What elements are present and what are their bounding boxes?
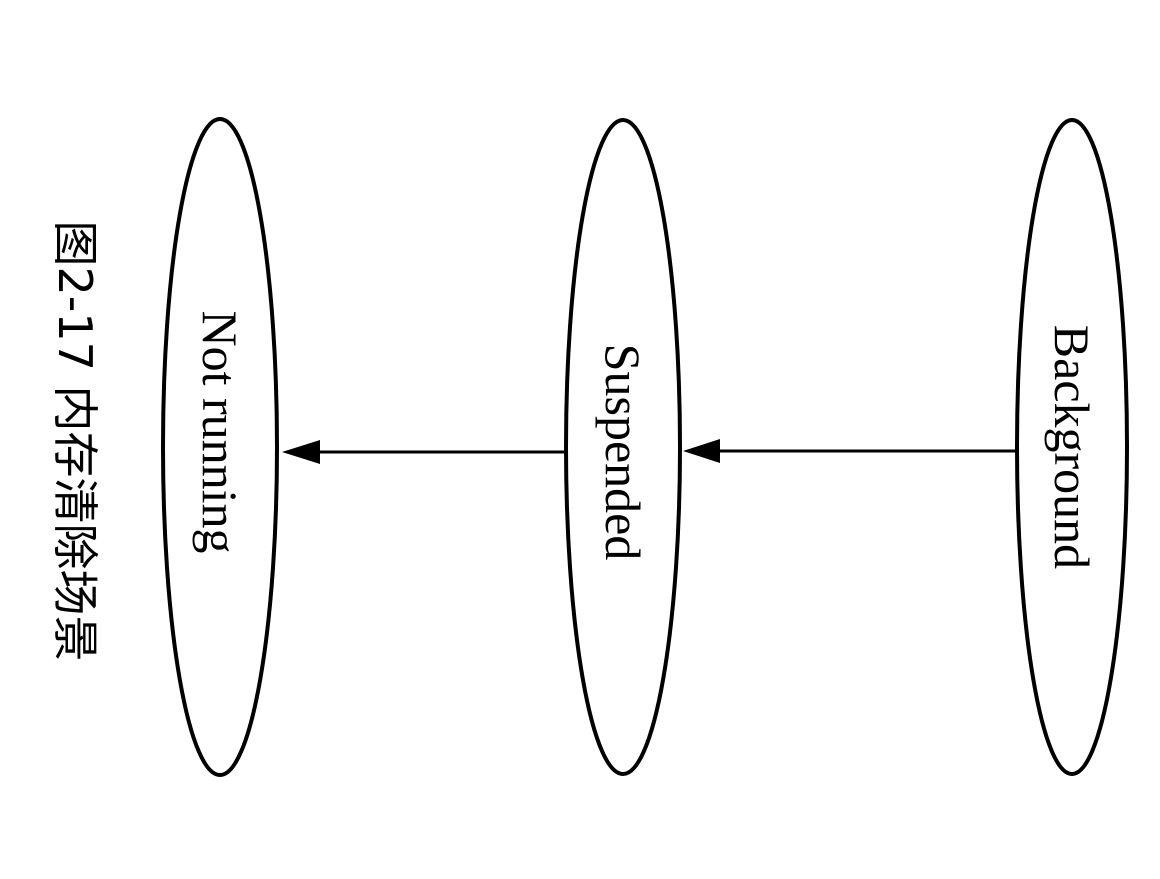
state-suspended-label: Suspended (595, 344, 651, 561)
state-background-ellipse (1015, 118, 1129, 776)
figure-caption: 图2-17 内存清除场景 (48, 220, 102, 661)
state-not-running-label: Not running (192, 310, 248, 553)
arrow-head (683, 439, 720, 463)
state-background-label: Background (1044, 325, 1100, 569)
state-not-running-ellipse (161, 117, 279, 777)
transition-suspended-to-not-running (282, 440, 566, 464)
state-suspended-ellipse (564, 118, 682, 776)
state-suspended: Suspended (564, 118, 682, 776)
arrow-head (282, 440, 320, 464)
transition-background-to-suspended (683, 439, 1017, 463)
state-background: Background (1015, 118, 1129, 776)
state-not-running: Not running (161, 117, 279, 777)
